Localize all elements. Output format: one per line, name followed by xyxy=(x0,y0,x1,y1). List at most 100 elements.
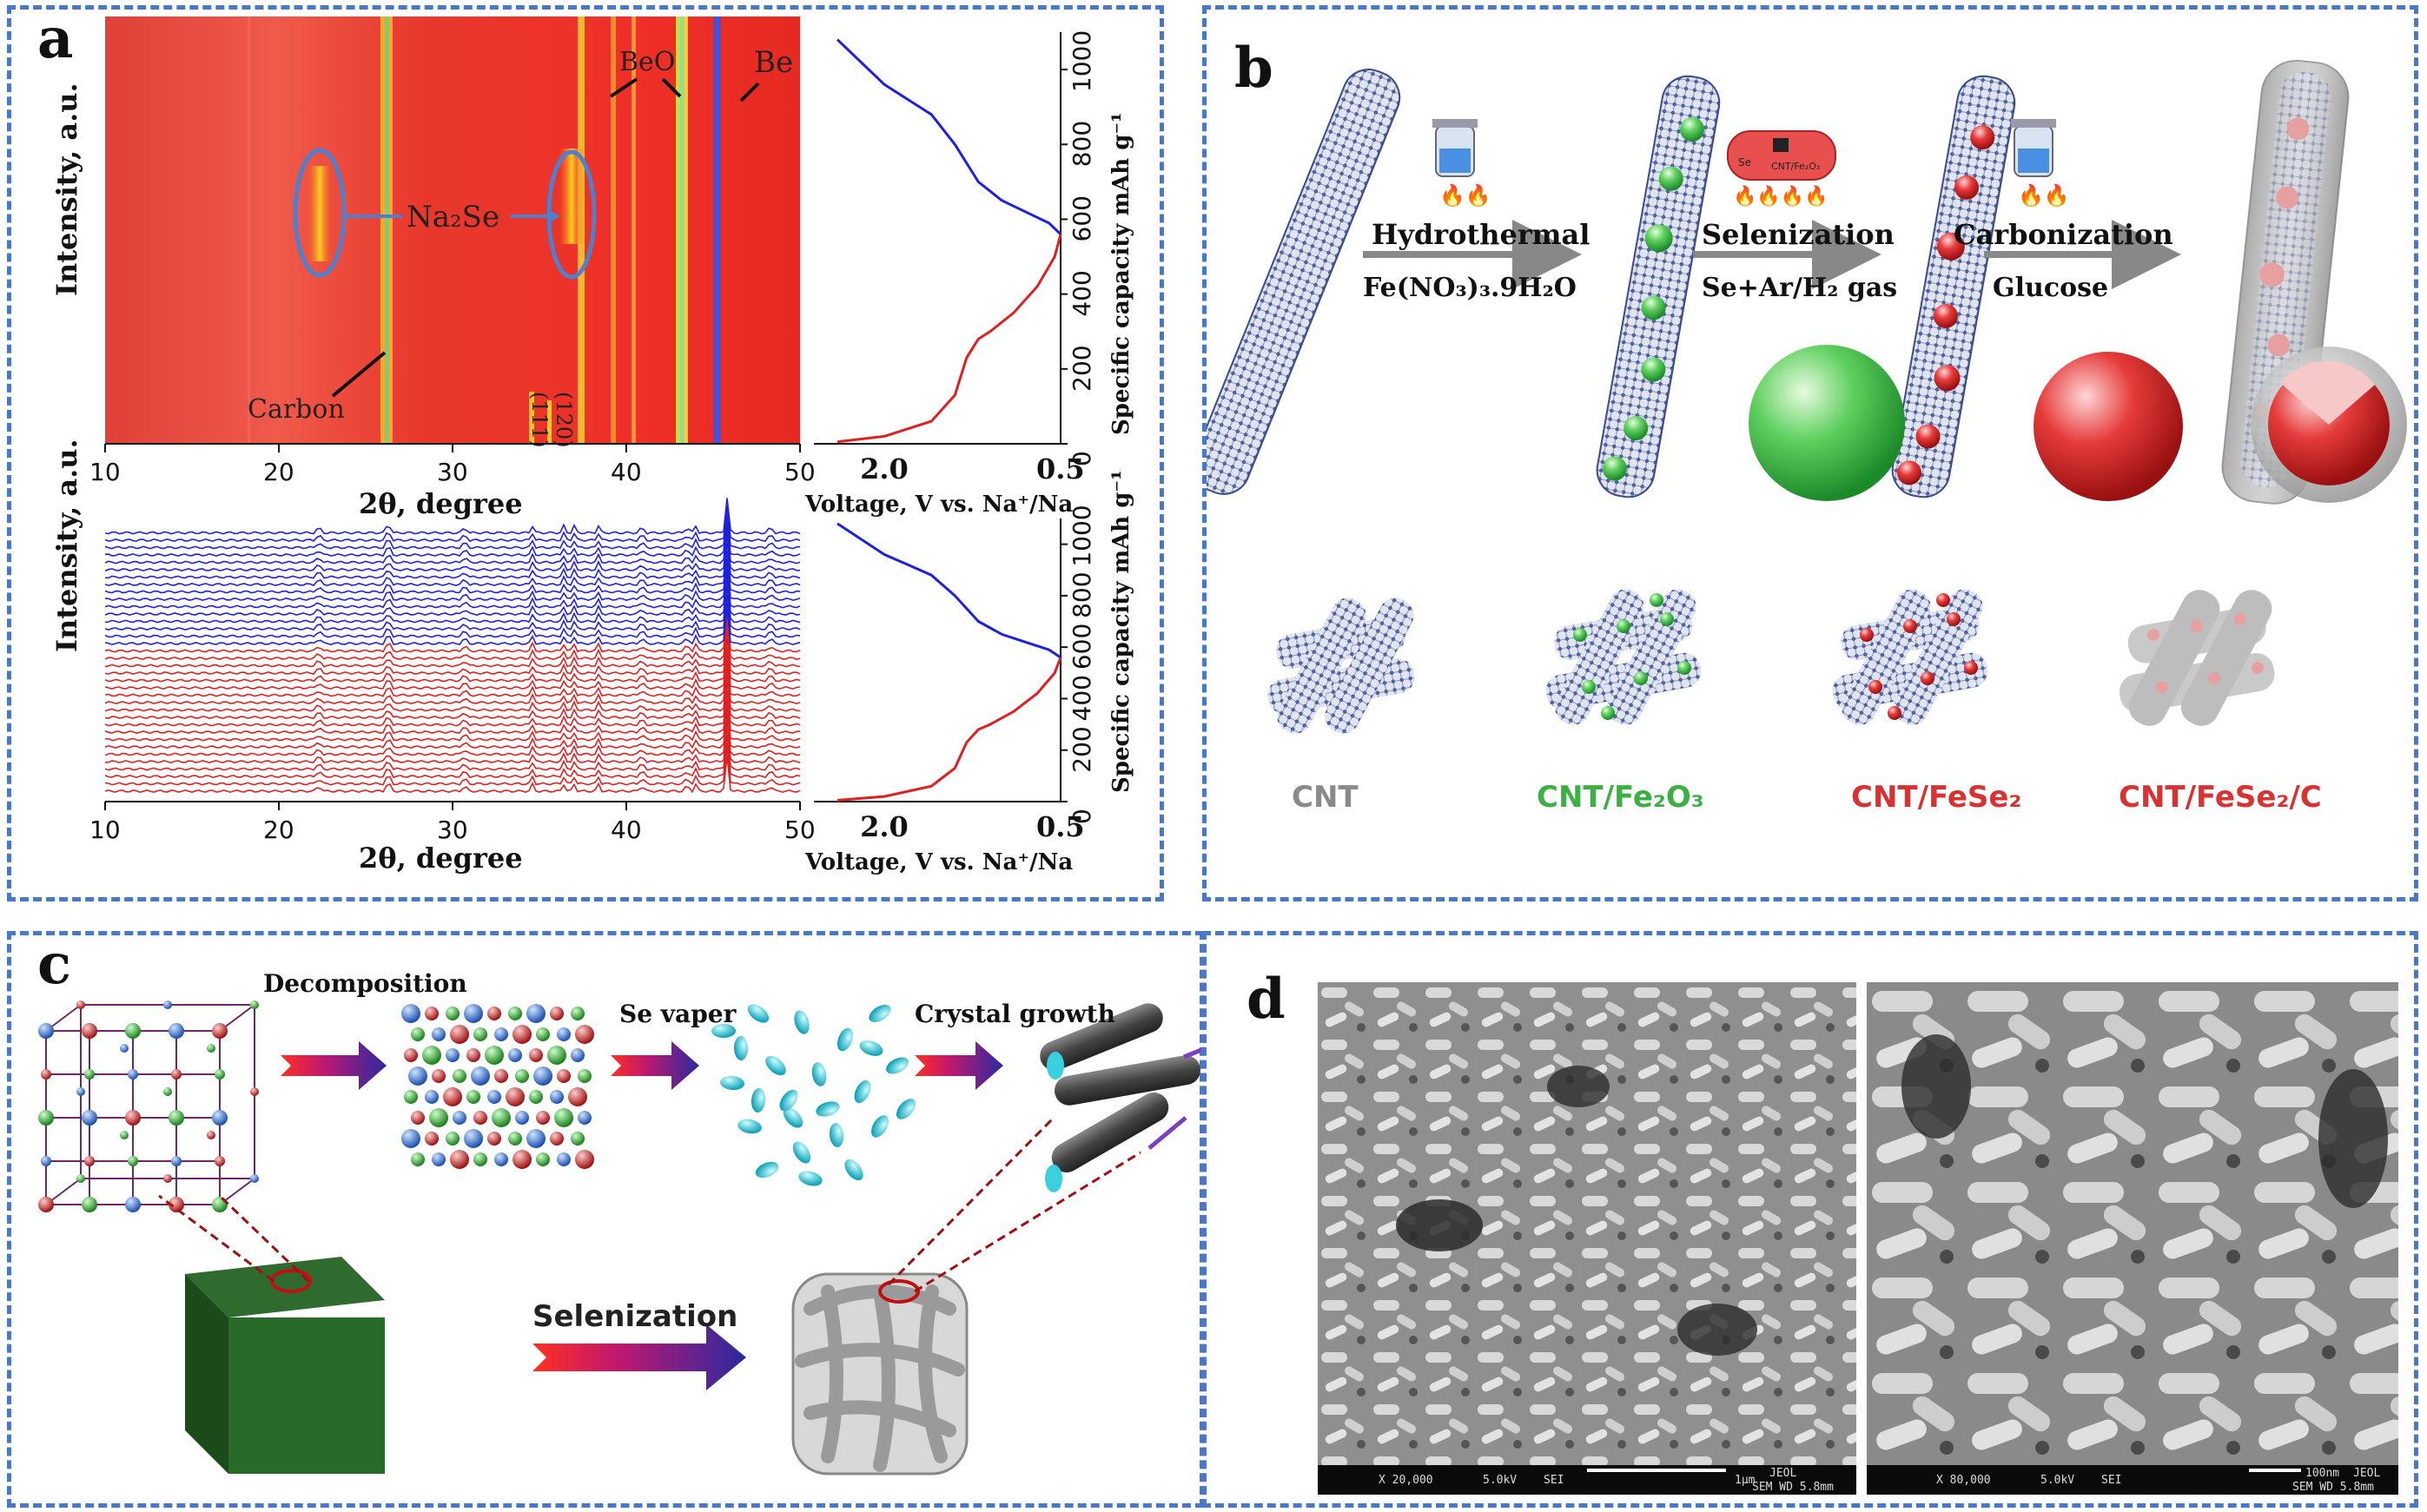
cluster-atom xyxy=(508,1132,522,1146)
cluster-atom xyxy=(578,1069,592,1083)
lattice-atom xyxy=(125,1110,141,1126)
sem-texture-right xyxy=(1867,982,2398,1465)
lattice-atom xyxy=(82,1023,97,1039)
cluster-atom xyxy=(487,1132,501,1146)
panel-b: b xyxy=(1202,5,2418,901)
cluster-atom xyxy=(404,1048,418,1062)
cluster-atom xyxy=(526,1004,546,1023)
lattice-atom xyxy=(163,1087,172,1096)
voltage-curve xyxy=(837,234,1062,444)
sem-left-org: JEOL xyxy=(1769,1467,1797,1480)
cluster-atom xyxy=(529,1048,543,1062)
x-tick-label: 30 xyxy=(437,815,468,844)
xrd-pattern-line xyxy=(104,594,801,631)
panel-a-label: a xyxy=(37,6,74,71)
y-tick-label: 0 xyxy=(1068,809,1096,824)
cluster-atom xyxy=(575,1150,594,1169)
cluster-atom xyxy=(446,1132,460,1146)
cluster-atom xyxy=(473,1027,487,1041)
sem-left-scalebar xyxy=(1587,1469,1726,1472)
xrd-pattern-line xyxy=(104,674,801,712)
xrd-pattern-line xyxy=(104,571,801,609)
xrd-pattern-line xyxy=(104,565,801,602)
sem-right-org: JEOL xyxy=(2353,1467,2381,1480)
cluster-atom xyxy=(533,1066,552,1086)
cluster-atom xyxy=(547,1046,566,1065)
xrd-stacked-patterns xyxy=(104,498,801,794)
lattice-atom xyxy=(250,1174,259,1183)
cluster-atom xyxy=(411,1152,425,1166)
cluster-atom xyxy=(571,1132,585,1146)
cluster-atom xyxy=(550,1007,564,1020)
precursor-lattice xyxy=(38,1000,259,1212)
lattice-atom xyxy=(82,1110,97,1126)
cluster-atom xyxy=(466,1090,480,1104)
be-label: Be xyxy=(754,45,793,80)
cluster-atom xyxy=(446,1048,460,1062)
xrd-pattern-line xyxy=(104,726,801,764)
xrd-pattern-line xyxy=(104,578,801,617)
xrd-pattern-line xyxy=(104,616,801,653)
xrd-pattern-line xyxy=(104,602,801,638)
voltage-curve xyxy=(836,38,1062,235)
lattice-atom xyxy=(41,1069,51,1080)
cluster-atom xyxy=(429,1108,448,1127)
cluster-atom xyxy=(404,1090,418,1104)
cluster-atom xyxy=(508,1007,522,1020)
cluster-atom xyxy=(464,1004,483,1023)
se-vapor-blob xyxy=(816,1101,840,1117)
cluster-atom xyxy=(536,1111,550,1125)
lattice-atom xyxy=(169,1023,184,1039)
lattice-atom xyxy=(169,1197,184,1212)
autoclave-icon: 🔥🔥 xyxy=(1432,119,1491,208)
xrd-pattern-line xyxy=(104,533,800,572)
cluster-atom xyxy=(425,1132,439,1146)
sem-right-kv: 5.0kV xyxy=(2040,1474,2075,1487)
arrow-1 xyxy=(281,1041,387,1090)
cluster-atom xyxy=(529,1090,543,1104)
autoclave-icon-2: 🔥🔥 xyxy=(2011,119,2070,208)
fese2-sphere xyxy=(2034,352,2183,501)
cluster-atom xyxy=(536,1027,550,1041)
panel-b-label: b xyxy=(1234,36,1273,101)
cluster-atom xyxy=(536,1152,550,1166)
x-tick-label: 50 xyxy=(784,458,816,486)
lattice-atom xyxy=(207,1131,215,1139)
cluster-atom xyxy=(453,1069,466,1083)
top-ylabel: Intensity, a.u. xyxy=(50,83,83,296)
se-vapor-blob xyxy=(844,1159,863,1181)
step-hydrothermal: Hydrothermal xyxy=(1372,218,1590,251)
cluster-atom xyxy=(487,1090,501,1104)
miller-120-label: (120) xyxy=(552,392,576,448)
side-xlabel: Voltage, V vs. Na⁺/Na xyxy=(804,492,1073,518)
lattice-atom xyxy=(125,1197,141,1212)
se-vapor-blob xyxy=(896,1099,916,1119)
cluster-atom xyxy=(571,1048,585,1062)
se-vapor-blob xyxy=(859,1040,883,1056)
cluster-atom xyxy=(550,1090,564,1104)
cluster-atom xyxy=(550,1132,564,1146)
cluster-atom xyxy=(526,1129,546,1148)
sem-right-scale: 100nm xyxy=(2305,1467,2340,1480)
cluster-atom xyxy=(473,1152,487,1166)
cluster-atom xyxy=(425,1007,439,1020)
panel-c-figure: Decomposition Se vaper Crystal growth Se… xyxy=(38,969,1201,1476)
top-xlabel: 2θ, degree xyxy=(359,487,523,520)
lattice-atom xyxy=(82,1197,97,1212)
xrd-pattern-line xyxy=(104,550,801,587)
cluster-atom xyxy=(571,1007,585,1020)
beo-label: BeO xyxy=(619,47,675,77)
cluster-atom xyxy=(401,1129,420,1148)
fe2o3-sphere xyxy=(1749,345,1905,501)
lattice-atom xyxy=(212,1197,228,1212)
svg-text:🔥🔥: 🔥🔥 xyxy=(2018,183,2070,208)
voltage-curve xyxy=(837,522,1061,659)
decomposed-cluster xyxy=(401,1004,594,1169)
se-vapor-blob xyxy=(871,1115,889,1138)
step-se-vaper: Se vaper xyxy=(619,1000,737,1028)
se-vapor-blob xyxy=(869,1004,891,1023)
cluster-atom xyxy=(425,1090,439,1104)
y-tick-label: 600 xyxy=(1068,195,1096,241)
